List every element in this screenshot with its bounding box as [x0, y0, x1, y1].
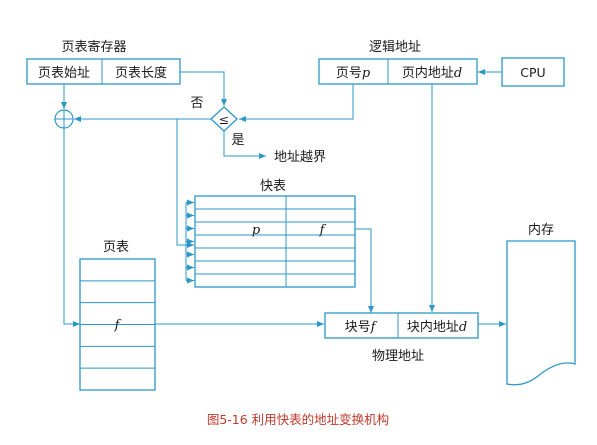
physical-address-title: 物理地址	[372, 349, 424, 364]
physical-block-number-label: 块号f	[345, 320, 378, 335]
logical-offset-label: 页内地址d	[402, 65, 462, 81]
logical-address-register: 页号p 页内地址d	[318, 58, 478, 85]
fast-table-title: 快表	[260, 179, 286, 194]
page-table-register: 页表始址 页表长度	[26, 58, 181, 85]
page-number-to-comparator-line	[239, 84, 354, 122]
page-table: f	[79, 258, 156, 391]
page-number-to-fast-table-line	[176, 119, 194, 248]
length-to-comparator-line	[180, 71, 227, 106]
page-table-length-label: 页表长度	[115, 65, 167, 81]
physical-address-register: 块号f 块内地址d	[324, 312, 479, 339]
fast-table-to-block-number-arrow	[355, 228, 374, 313]
logical-page-number-label: 页号p	[336, 66, 371, 81]
memory-title: 内存	[528, 222, 554, 238]
fast-table: p f	[194, 195, 356, 288]
cpu-box: CPU	[501, 57, 565, 87]
memory-block	[506, 240, 576, 386]
physical-offset-label: 块内地址d	[407, 319, 467, 335]
out-of-bounds-label: 地址越界	[274, 150, 326, 165]
page-table-register-title: 页表寄存器	[61, 39, 126, 55]
adder-circle	[54, 109, 74, 129]
comparator-no-label: 否	[190, 96, 203, 111]
logical-address-title: 逻辑地址	[369, 40, 421, 55]
comparator-diamond: ≤	[210, 106, 238, 132]
fast-table-entry-p: p	[252, 223, 261, 238]
fast-table-entry-f: f	[319, 223, 327, 238]
page-table-start-label: 页表始址	[38, 66, 90, 81]
fast-table-input-arrows	[185, 199, 194, 284]
figure-caption: 图5-16 利用快表的地址变换机构	[207, 412, 389, 427]
comparator-yes-label: 是	[231, 133, 244, 148]
comparator-symbol: ≤	[219, 112, 229, 127]
adder-to-page-table-arrow	[63, 128, 80, 327]
page-table-title: 页表	[103, 240, 129, 255]
page-table-entry-f: f	[114, 318, 122, 333]
cpu-label: CPU	[520, 65, 545, 80]
comparator-to-out-of-bounds-arrow	[223, 131, 266, 159]
